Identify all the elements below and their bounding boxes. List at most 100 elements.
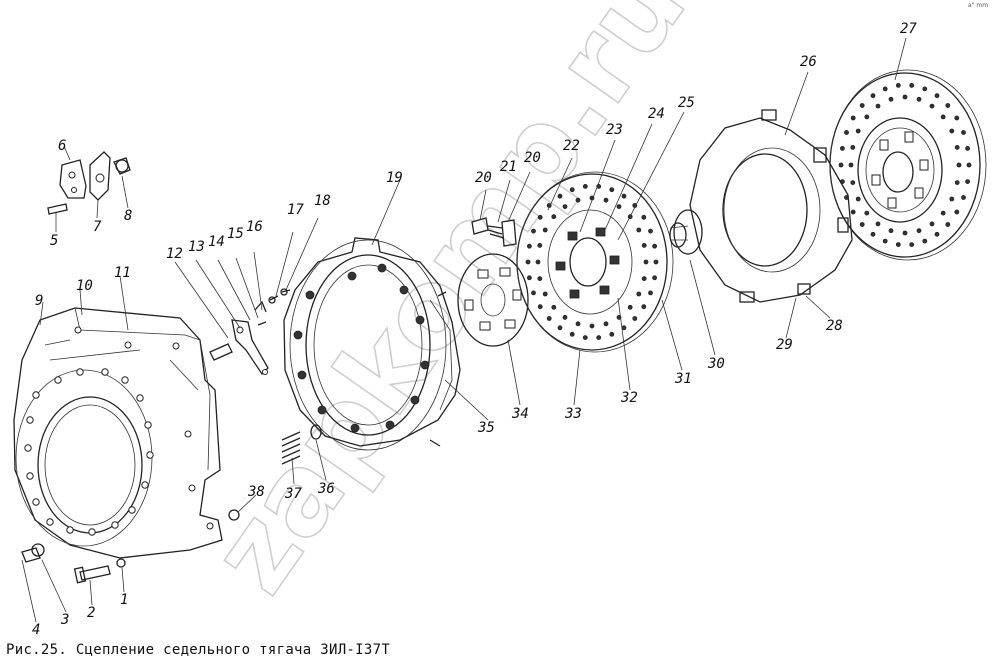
label-28: 28 — [826, 318, 843, 334]
figure-caption: Рис.25. Сцепление седельного тягача ЗИЛ-… — [6, 642, 391, 658]
label-10: 10 — [76, 278, 93, 294]
rivet-hole — [537, 304, 543, 310]
rivet-hole — [627, 304, 633, 310]
rivet-hole — [945, 222, 951, 227]
rivet-hole — [582, 183, 588, 189]
label-20b: 20 — [524, 150, 541, 166]
driven-disc-front — [516, 171, 674, 353]
release-lever-assembly — [209, 288, 291, 376]
rivet-hole — [609, 187, 615, 193]
rivet-hole — [956, 162, 962, 168]
rivet-hole — [888, 228, 894, 234]
label-34: 34 — [511, 406, 529, 422]
rivet-hole — [557, 193, 563, 199]
rivet-hole — [537, 242, 543, 248]
rivet-hole — [954, 144, 960, 150]
label-13: 13 — [188, 239, 205, 255]
rivet-hole — [864, 114, 870, 120]
rivet-hole — [954, 209, 960, 215]
rivet-hole — [844, 130, 849, 135]
rivet-hole — [902, 94, 908, 100]
rivet-hole — [934, 231, 940, 237]
label-32: 32 — [620, 390, 638, 406]
clutch-cover — [283, 237, 461, 451]
label-38: 38 — [247, 484, 265, 500]
pressure-spring — [281, 424, 322, 465]
rivet-hole — [870, 231, 876, 237]
rivet-hole — [569, 187, 575, 193]
rivet-hole — [653, 259, 659, 265]
rivet-hole — [648, 228, 653, 234]
rivet-hole — [838, 162, 844, 168]
rivet-hole — [546, 316, 552, 321]
part-labels: 1 2 3 4 5 6 7 8 9 10 11 12 13 14 15 16 1… — [32, 21, 917, 638]
rivet-hole — [641, 242, 647, 248]
label-26: 26 — [800, 54, 817, 70]
rivet-hole — [961, 195, 966, 200]
cover-bolt — [471, 217, 517, 247]
label-19: 19 — [386, 170, 403, 186]
rivet-hole — [966, 162, 972, 168]
label-16: 16 — [246, 219, 263, 235]
rivet-hole — [562, 204, 568, 210]
rivet-hole — [531, 228, 536, 234]
label-4: 4 — [32, 622, 40, 638]
label-20a: 20 — [475, 170, 492, 186]
rivet-hole — [652, 275, 657, 281]
rivet-hole — [954, 180, 960, 186]
damper-plate — [457, 253, 529, 347]
rivet-hole — [850, 144, 856, 150]
label-31: 31 — [674, 371, 692, 387]
rivet-hole — [643, 259, 649, 265]
rivet-hole — [882, 86, 888, 92]
rivet-hole — [850, 209, 856, 215]
disc-hub — [669, 209, 703, 255]
rivet-hole — [537, 214, 543, 220]
release-fork-bracket — [47, 151, 131, 215]
rivet-hole — [527, 243, 532, 249]
rivet-hole — [840, 179, 845, 185]
label-35: 35 — [477, 420, 495, 436]
label-33: 33 — [564, 406, 582, 422]
rivet-hole — [641, 214, 647, 220]
rivet-hole — [527, 275, 532, 281]
label-9: 9 — [35, 293, 43, 309]
label-36: 36 — [317, 481, 335, 497]
rivet-hole — [940, 114, 946, 120]
clutch-housing — [13, 307, 223, 559]
rivet-hole — [949, 128, 955, 134]
rivet-hole — [929, 103, 935, 109]
rivet-hole — [621, 193, 627, 199]
rivet-hole — [616, 204, 622, 210]
label-25: 25 — [678, 95, 695, 111]
label-30: 30 — [707, 356, 725, 372]
rivet-hole — [855, 128, 861, 134]
rivet-hole — [875, 103, 881, 109]
label-37: 37 — [284, 486, 302, 502]
rivet-hole — [844, 195, 849, 200]
rivet-hole — [882, 238, 888, 244]
rivet-hole — [537, 276, 543, 282]
label-3: 3 — [60, 612, 69, 628]
rivet-hole — [609, 331, 615, 337]
label-5: 5 — [50, 233, 58, 249]
rivet-hole — [557, 325, 563, 331]
rivet-hole — [902, 230, 908, 236]
rivet-hole — [916, 228, 922, 234]
label-12: 12 — [166, 246, 183, 262]
label-27: 27 — [900, 21, 917, 37]
label-18: 18 — [314, 193, 331, 209]
rivet-hole — [954, 115, 960, 121]
label-29: 29 — [776, 337, 793, 353]
rivet-hole — [909, 83, 915, 88]
label-15: 15 — [227, 226, 244, 242]
rivet-hole — [940, 210, 946, 216]
rivet-hole — [850, 115, 856, 121]
rivet-hole — [603, 321, 609, 327]
rivet-hole — [569, 331, 575, 337]
rivet-hole — [961, 130, 966, 135]
rivet-hole — [636, 291, 642, 297]
rivet-hole — [531, 290, 536, 296]
rivet-hole — [864, 210, 870, 216]
